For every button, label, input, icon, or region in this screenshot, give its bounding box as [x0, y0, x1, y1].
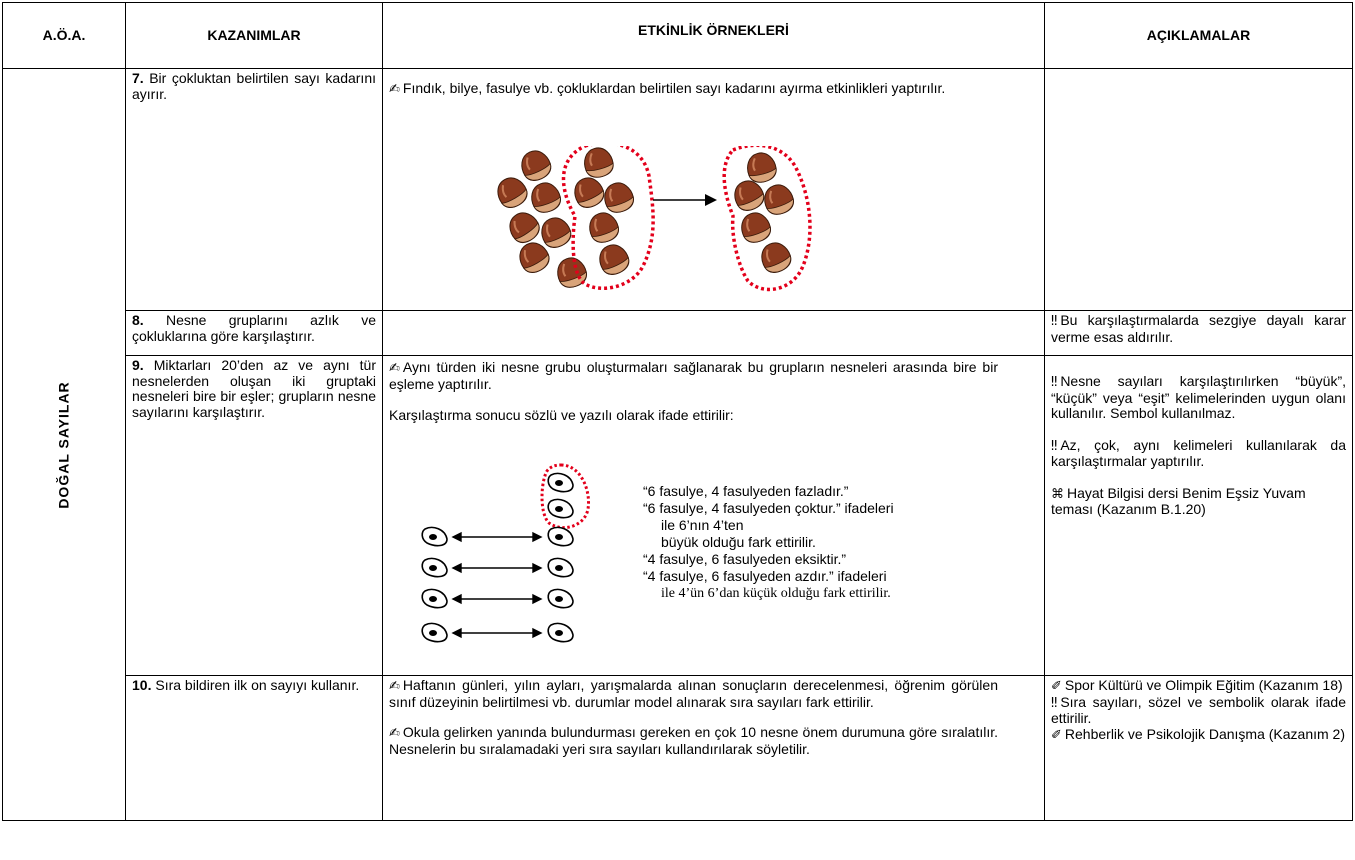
table-row: 9. Miktarları 20’den az ve aynı tür nesn…	[3, 355, 1353, 676]
quote-line: ile 6’nın 4’ten	[661, 517, 744, 533]
aciklama-text: Az, çok, aynı kelimeleri kullanılarak da…	[1051, 436, 1346, 469]
pen-link-icon: ✐	[1051, 679, 1062, 694]
etkinlik-text-2: Karşılaştırma sonucu sözlü ve yazılı ola…	[389, 407, 734, 423]
table-row: DOĞAL SAYILAR 7. Bir çokluktan belirtile…	[2, 68, 1353, 821]
etkinlik-text-2: Okula gelirken yanında bulundurması gere…	[389, 724, 998, 757]
kazanim-cell: 10. Sıra bildiren ilk on sayıyı kullanır…	[125, 675, 383, 821]
etkinlik-cell: ✍Fındık, bilye, fasulye vb. çokluklardan…	[382, 68, 1045, 311]
left-dotted-outline	[561, 146, 655, 290]
kazanim-number: 7.	[132, 70, 144, 86]
aciklama-text: Nesne sayıları karşılaştırılırken “büyük…	[1051, 373, 1346, 421]
quote-line: “6 fasulye, 4 fasulyeden fazladır.”	[643, 483, 849, 499]
activity-hand-icon: ✍	[389, 82, 400, 97]
header-aciklamalar: AÇIKLAMALAR	[1044, 2, 1353, 69]
kazanim-cell: 8. Nesne gruplarını azlık ve çoklukların…	[125, 310, 383, 356]
etkinlik-cell: ✍Aynı türden iki nesne grubu oluşturmala…	[382, 355, 1045, 676]
comparison-quotes: “6 fasulye, 4 fasulyeden fazladır.” “6 f…	[643, 483, 894, 602]
aciklama-text: Sıra sayıları, sözel ve sembolik olarak …	[1051, 693, 1346, 726]
aciklama-cell: ‼Bu karşılaştırmalarda sezgiye dayalı ka…	[1044, 310, 1353, 356]
quote-line: “4 fasulye, 6 fasulyeden eksiktir.”	[643, 551, 847, 567]
quote-line: “6 fasulye, 4 fasulyeden çoktur.” ifadel…	[643, 500, 894, 516]
quote-line: “4 fasulye, 6 fasulyeden azdır.” ifadele…	[643, 568, 887, 584]
kazanim-number: 9.	[132, 357, 144, 373]
warning-exclamation-icon: ‼	[1051, 314, 1058, 329]
curriculum-table: A.Ö.A. KAZANIMLAR ETKİNLİK ÖRNEKLERİ AÇI…	[2, 2, 1353, 821]
dotted-group-outline	[540, 463, 591, 529]
aciklama-cell	[1044, 68, 1353, 311]
kazanim-number: 10.	[132, 677, 152, 693]
aciklama-text: Spor Kültürü ve Olimpik Eğitim (Kazanım …	[1064, 677, 1343, 693]
arrow-head	[705, 194, 717, 206]
etkinlik-text: Aynı türden iki nesne grubu oluşturmalar…	[389, 359, 998, 392]
kazanim-text: Miktarları 20’den az ve aynı tür nesnele…	[132, 357, 377, 420]
kazanim-number: 8.	[132, 312, 144, 328]
table-row: 10. Sıra bildiren ilk on sayıyı kullanır…	[3, 675, 1353, 821]
warning-exclamation-icon: ‼	[1051, 375, 1058, 390]
header-row: A.Ö.A. KAZANIMLAR ETKİNLİK ÖRNEKLERİ AÇI…	[2, 2, 1353, 69]
warning-exclamation-icon: ‼	[1051, 695, 1058, 711]
kazanim-cell: 7. Bir çokluktan belirtilen sayı kadarın…	[125, 68, 383, 311]
aciklama-cell: ‼Nesne sayıları karşılaştırılırken “büyü…	[1044, 355, 1353, 676]
activity-hand-icon: ✍	[389, 726, 400, 741]
pen-link-icon: ✐	[1051, 727, 1062, 743]
kazanim-text: Bir çokluktan belirtilen sayı kadarını a…	[132, 70, 376, 102]
quote-line: ile 4’ün 6’dan küçük olduğu fark ettiril…	[661, 586, 891, 601]
right-nut-group	[728, 148, 798, 278]
kazanim-cell: 9. Miktarları 20’den az ve aynı tür nesn…	[125, 355, 383, 676]
right-dotted-outline	[722, 146, 812, 292]
table-row: 8. Nesne gruplarını azlık ve çoklukların…	[3, 310, 1353, 356]
etkinlik-cell: ✍Haftanın günleri, yılın ayları, yarışma…	[382, 675, 1045, 821]
warning-exclamation-icon: ‼	[1051, 438, 1058, 454]
hazelnut-illustration	[493, 146, 812, 292]
header-aoa: A.Ö.A.	[2, 2, 126, 69]
etkinlik-text: Haftanın günleri, yılın ayları, yarışmal…	[389, 677, 998, 710]
kazanim-text: Nesne gruplarını azlık ve çokluklarına g…	[132, 312, 376, 344]
bean-matching-illustration	[421, 463, 591, 643]
etkinlik-text: Fındık, bilye, fasulye vb. çokluklardan …	[402, 80, 946, 96]
area-cell: DOĞAL SAYILAR	[2, 68, 126, 821]
activity-hand-icon: ✍	[389, 679, 400, 694]
aciklama-text: Bu karşılaştırmalarda sezgiye dayalı kar…	[1051, 312, 1346, 345]
aciklama-text: Rehberlik ve Psikolojik Danışma (Kazanım…	[1064, 725, 1346, 742]
cross-link-icon: ⌘	[1051, 486, 1064, 502]
area-label: DOĞAL SAYILAR	[55, 380, 72, 509]
aciklama-text: Hayat Bilgisi dersi Benim Eşsiz Yuvam te…	[1051, 484, 1306, 517]
header-etkinlik: ETKİNLİK ÖRNEKLERİ	[382, 2, 1045, 69]
etkinlik-cell	[382, 310, 1045, 356]
quote-line: büyük olduğu fark ettirilir.	[661, 534, 816, 550]
header-kazanimlar: KAZANIMLAR	[125, 2, 383, 69]
aciklama-cell: ✐Spor Kültürü ve Olimpik Eğitim (Kazanım…	[1044, 675, 1353, 821]
kazanim-text: Sıra bildiren ilk on sayıyı kullanır.	[155, 677, 360, 693]
activity-hand-icon: ✍	[389, 361, 400, 376]
